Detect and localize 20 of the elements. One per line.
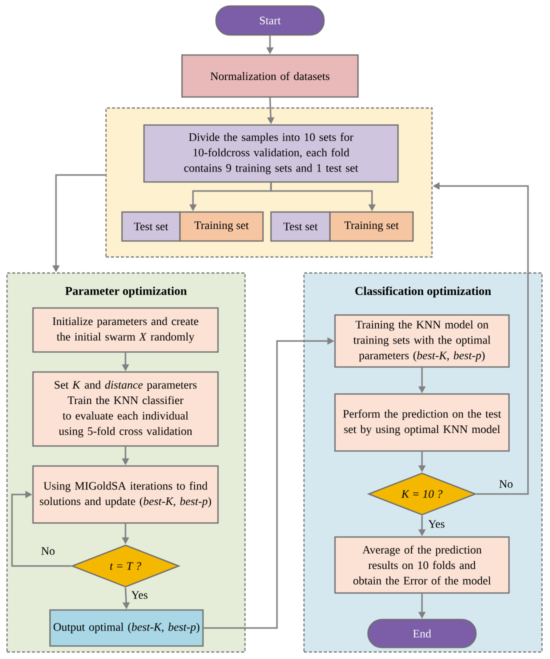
test-set-cell: Test set bbox=[121, 211, 181, 242]
process-box: Normalization of datasets bbox=[181, 54, 359, 98]
process-box: Set K and distance parameters Train the KNN classifier to evaluate each individual using 5-fold cross validation bbox=[32, 371, 219, 447]
edge-label: No bbox=[499, 480, 513, 488]
start-terminal: Start bbox=[215, 5, 325, 36]
process-box: Average of the prediction results on 10 folds and obtain the Error of the model bbox=[334, 536, 510, 594]
arrow bbox=[11, 490, 72, 567]
process-box: Using MIGoldSA iterations to find solutions and update (best-K, best-p) bbox=[32, 465, 219, 524]
edge-label: Yes bbox=[131, 591, 148, 599]
output-box: Output optimal (best-K, best-p) bbox=[49, 609, 204, 647]
test-set-cell: Test set bbox=[270, 211, 331, 242]
end-terminal: End bbox=[367, 618, 477, 648]
process-box: Divide the samples into 10 sets for 10-foldcross validation, each fold contains 9 training sets and 1 test set bbox=[143, 124, 399, 183]
process-box: Initialize parameters and create the initial swarm X randomly bbox=[32, 307, 219, 353]
training-set-cell: Training set bbox=[329, 211, 414, 242]
edge-label: Yes bbox=[428, 520, 444, 528]
training-set-cell: Training set bbox=[179, 211, 264, 242]
process-box: Perform the prediction on the test set by using optimal KNN model bbox=[334, 393, 510, 452]
process-box: Training the KNN model on training sets with the optimal parameters (best-K, best-p) bbox=[334, 314, 510, 368]
edge-label: No bbox=[41, 547, 55, 555]
